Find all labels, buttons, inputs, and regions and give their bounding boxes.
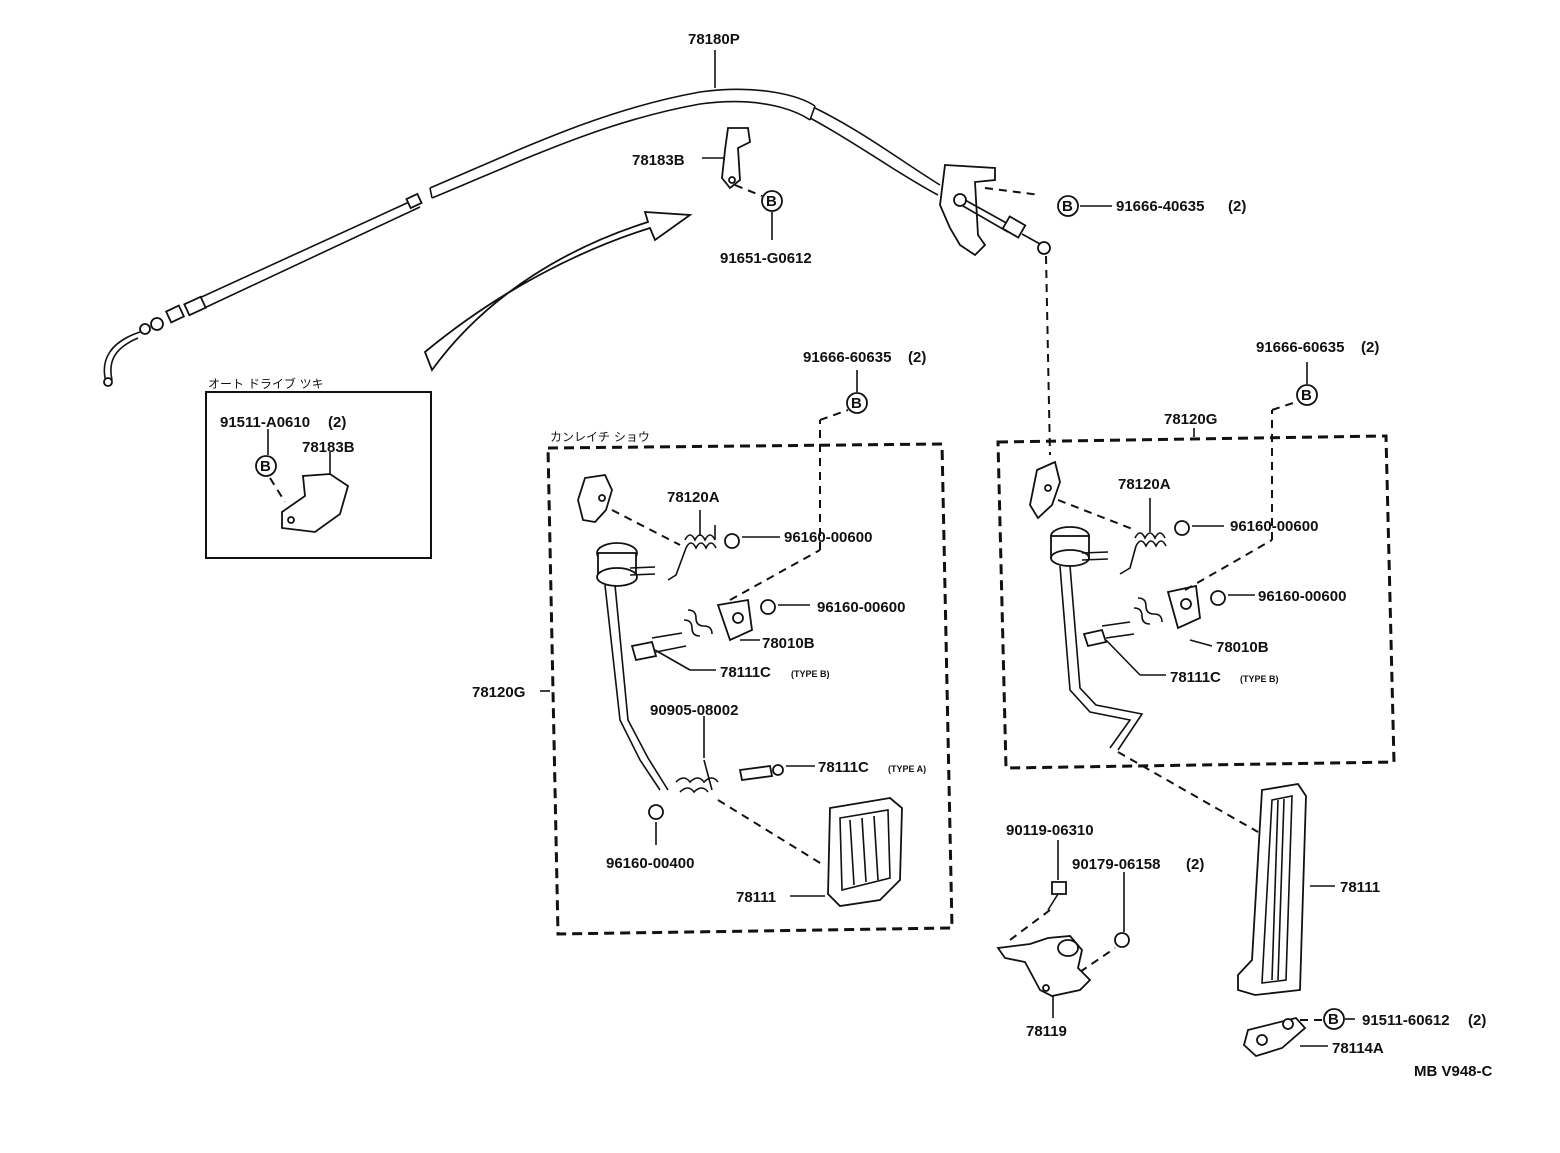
label-nut: 90179-06158 [1072,856,1160,873]
label-left-bolt-qty: (2) [908,349,926,366]
label-auto-drive-note: オート ドライブ ツキ [208,376,324,391]
right-pedal-pad [1237,783,1335,996]
label-stopper: 78119 [1026,1023,1067,1040]
label-bolt-top: 91651-G0612 [720,250,812,267]
label-cold-zone-note: カンレイチ ショウ [550,430,650,444]
label-bracket-bottom: 78114A [1332,1040,1384,1057]
bolt-mark-group: B B [761,187,1112,240]
bottom-bolt-mark: B [1328,1011,1339,1028]
label-left-bushing2: 96160-00600 [817,599,905,616]
auto-drive-box: B [205,391,432,559]
label-screw: 90119-06310 [1006,822,1094,839]
label-auto-bolt: 91511-A0610 [220,414,310,431]
label-right-spring: 78120A [1118,476,1171,493]
label-left-pin-b-type: (TYPE B) [791,669,830,679]
label-right-pad: 78111 [1340,879,1380,896]
label-bolt-bottom: 91511-60612 [1362,1012,1450,1029]
label-left-pin-a: 78111C [818,759,869,776]
label-right-assembly: 78120G [1164,411,1217,428]
label-cable-bolt-qty: (2) [1228,198,1246,215]
bolt-mark-top: B [766,193,777,210]
label-bracket-top: 78183B [632,152,685,169]
label-diagram-code: MB V948-C [1414,1063,1493,1080]
label-right-bushing1: 96160-00600 [1230,518,1318,535]
auto-bolt-mark: B [260,458,271,475]
bolt-mark-cable: B [1062,198,1073,215]
right-assembly-box: B [996,362,1396,833]
left-bolt-mark: B [851,395,862,412]
label-left-spring: 78120A [667,489,720,506]
label-right-pin-b: 78111C [1170,669,1221,686]
right-bolt-mark: B [1301,387,1312,404]
bottom-bracket: B [1242,1008,1355,1058]
label-left-bushing1: 96160-00600 [784,529,872,546]
label-left-pad: 78111 [736,889,776,906]
label-left-spring2: 90905-08002 [650,702,738,719]
stopper-assembly [996,840,1130,1018]
label-right-bolt: 91666-60635 [1256,339,1344,356]
label-nut-qty: (2) [1186,856,1204,873]
label-cable: 78180P [688,31,740,48]
label-right-pin-b-type: (TYPE B) [1240,674,1279,684]
label-right-bolt-qty: (2) [1361,339,1379,356]
cable-end-bracket [939,164,1051,257]
cold-zone-box: B [540,370,954,936]
label-left-assembly: 78120G [472,684,525,701]
label-auto-bolt-qty: (2) [328,414,346,431]
accelerator-cable [103,50,941,387]
label-cable-bolt: 91666-40635 [1116,198,1204,215]
cable-link-line [1045,255,1051,456]
label-left-pin-a-type: (TYPE A) [888,764,926,774]
label-right-bushing2: 96160-00600 [1258,588,1346,605]
label-left-bolt: 91666-60635 [803,349,891,366]
label-left-pin-b: 78111C [720,664,771,681]
label-left-bracket: 78010B [762,635,815,652]
label-right-bracket: 78010B [1216,639,1269,656]
direction-arrow [423,211,693,372]
label-bolt-bottom-qty: (2) [1468,1012,1486,1029]
label-left-bushing3: 96160-00400 [606,855,694,872]
label-auto-bracket: 78183B [302,439,355,456]
top-bracket [702,127,763,197]
labels: 78180P 78183B 91651-G0612 91666-40635 (2… [208,31,1493,1080]
